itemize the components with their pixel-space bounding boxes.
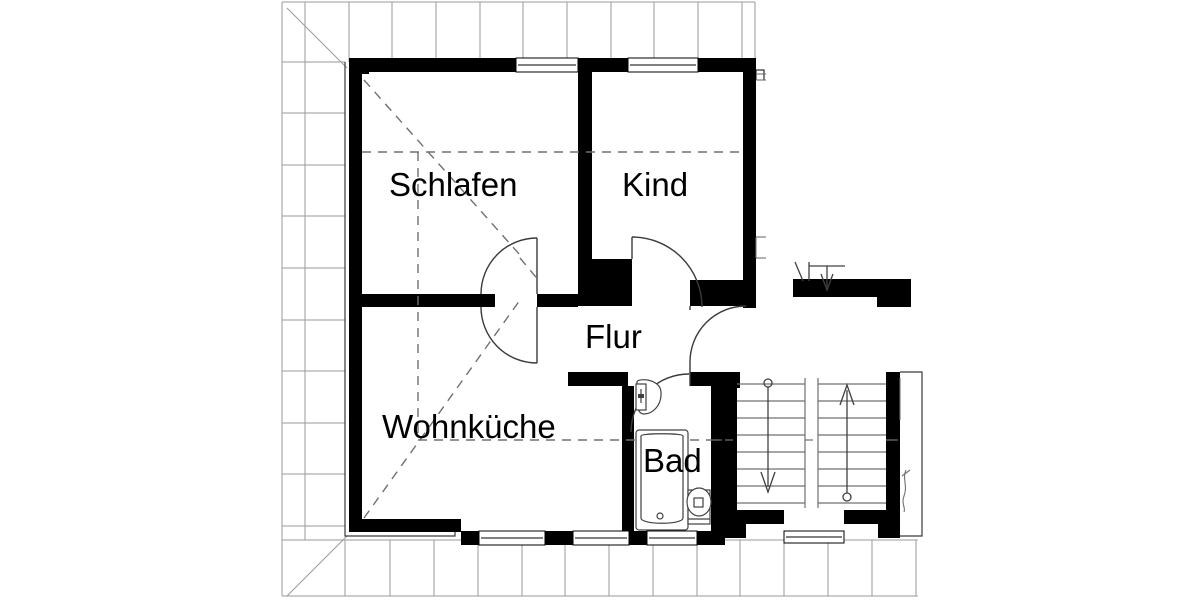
upper-right-stair [794,261,845,292]
jamb-schlafen-door [537,294,578,307]
bathroom-fixtures [635,379,712,531]
wall-north-corner [349,66,369,74]
wall-upper-right-nose [877,279,911,307]
wall-wohnkueche-bad [568,372,582,386]
window-north-1 [515,57,579,73]
wall-north-a [349,58,466,72]
wall-stair-north-cap [724,372,740,388]
wall-north-b [466,58,516,72]
wall-stair-east [886,372,900,524]
wall-stair-south-d [878,524,900,538]
window-south-4 [783,530,845,544]
jamb-kind-door [592,259,632,306]
wall-east-kind [743,58,756,308]
door-entry [689,305,747,374]
wall-flur-south [568,372,628,386]
detail-lines [713,73,911,513]
stair-direction-up [839,383,855,502]
wall-schlafen-wohnkueche [349,294,495,307]
wall-stair-south-b [724,524,746,538]
room-label-schlafen: Schlafen [389,166,518,203]
wall-south-d [697,531,725,545]
wall-north-d [698,58,756,72]
staircase [711,378,900,508]
door-kind [631,236,703,308]
window-east-kind [755,69,765,81]
window-south-1 [478,530,546,546]
wall-south-a [461,531,479,545]
walls [349,58,911,545]
wall-stair-south-a [724,510,784,524]
door-schlafen [480,237,538,295]
jamb-flur-right-b [690,294,746,306]
toilet-icon [686,487,712,525]
window-south-3 [646,530,698,546]
wall-stair-west [724,372,737,524]
stair-direction-down [760,378,776,494]
room-label-flur: Flur [585,318,642,355]
wall-upper-right-stub [845,279,857,297]
window-north-2 [627,57,699,73]
room-label-kind: Kind [622,166,689,203]
room-label-bad: Bad [643,442,702,479]
windows [478,57,845,546]
window-south-2 [572,530,630,546]
wall-bad-east [711,372,724,532]
wall-schlafen-kind [578,58,592,306]
door-wohnkueche [480,306,538,364]
stair-treads-right [818,383,886,504]
room-label-wohnkueche: Wohnküche [382,408,556,445]
bathtub-icon [635,429,689,531]
stair-treads-left [737,383,805,504]
wall-kind-door-stub [578,259,592,306]
stair-stringer [804,378,819,508]
wall-south-b [545,531,573,545]
wall-stair-south-c [844,510,900,524]
wall-south-c [629,531,647,545]
wall-south-jog [349,519,461,532]
wall-bad-west [622,386,634,532]
washbasin-icon [635,379,662,415]
